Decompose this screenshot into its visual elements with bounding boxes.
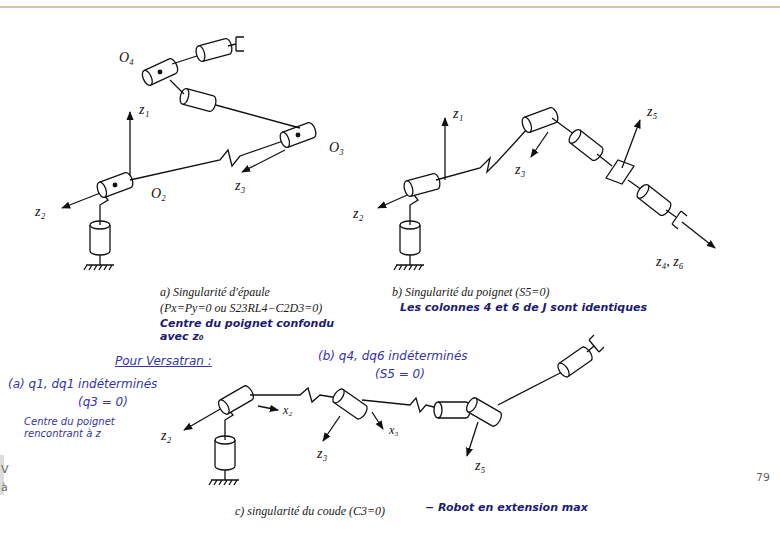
axis-arrow	[531, 132, 548, 157]
handwritten-note: Centre du poignet rencontrant à z	[24, 416, 142, 439]
axis-arrow	[622, 120, 640, 168]
handwritten-note: (q3 = 0)	[78, 396, 128, 410]
axis-label: O₂	[150, 186, 167, 202]
robot-base	[394, 221, 424, 270]
axis-label: z₂	[352, 206, 364, 222]
axis-label: z₃	[234, 178, 246, 194]
handwritten-note: (a) q1, dq1 indéterminés	[8, 378, 157, 392]
axis-arrow	[184, 408, 222, 430]
joint-center	[113, 183, 117, 187]
axis-arrow	[467, 422, 478, 456]
axis-arrow	[682, 222, 715, 248]
figure-caption: c) singularité du coude (C3=0)	[235, 505, 385, 519]
gripper	[587, 335, 604, 352]
joint-cylinder	[278, 121, 317, 148]
joint-cylinder	[195, 38, 234, 63]
axis-label: z₁	[138, 102, 150, 118]
page-number: 79	[756, 472, 770, 485]
link	[130, 140, 286, 180]
footer-text: à	[1, 482, 8, 495]
axis-label: x₂	[282, 404, 294, 418]
axis-label: z₂	[34, 204, 46, 220]
gripper	[228, 37, 244, 51]
gripper	[666, 210, 687, 229]
handwritten-note: Pour Versatran :	[115, 355, 212, 369]
axis-arrow	[372, 412, 383, 429]
link	[172, 55, 200, 64]
robot-base	[209, 436, 239, 485]
wrist-plate	[606, 160, 634, 184]
joint-cylinder	[434, 402, 470, 418]
handwritten-note: Les colonnes 4 et 6 de J sont identiques	[400, 302, 647, 315]
link	[552, 118, 575, 135]
axis-arrow	[444, 118, 445, 180]
handwritten-note: Centre du poignet confondu avec z₀	[160, 318, 335, 343]
axis-label: z₅	[474, 458, 486, 474]
handwritten-note: (S5 = 0)	[375, 368, 425, 382]
joint-cylinder	[95, 171, 134, 198]
axis-label: z₄, z₆	[655, 254, 685, 270]
joint-center	[296, 133, 300, 137]
handwritten-note: (b) q4, dq6 indéterminés	[318, 350, 468, 364]
robot-c	[184, 335, 604, 485]
link	[597, 154, 612, 166]
axis-arrow	[242, 150, 285, 172]
joint-cylinder	[403, 173, 442, 198]
axis-arrow	[323, 416, 340, 441]
link	[436, 128, 528, 180]
link	[498, 372, 562, 405]
axis-arrow	[258, 406, 278, 410]
figure-caption: (Px=Py=0 ou S23RL4−C2D3=0)	[160, 302, 322, 316]
axis-label: x₃	[388, 424, 400, 438]
joint-cylinder	[464, 396, 503, 428]
footer-text: V	[1, 464, 9, 477]
figure-caption: b) Singularité du poignet (S5=0)	[392, 286, 549, 300]
header-rule	[0, 6, 780, 8]
joint-cylinder	[567, 128, 605, 163]
axis-label: z₁	[452, 106, 464, 122]
joint-cylinder	[179, 88, 218, 113]
axis-label: z₃	[514, 162, 526, 178]
joint-cylinder	[331, 387, 370, 421]
link	[100, 195, 108, 225]
axis-label: O₃	[328, 140, 345, 156]
joint-center	[158, 70, 162, 74]
handwritten-note: − Robot en extension max	[425, 502, 588, 515]
link	[250, 388, 338, 402]
axis-label: z₅	[646, 104, 658, 120]
robot-b	[378, 106, 715, 270]
joint-cylinder	[635, 183, 673, 218]
axis-arrow	[129, 112, 130, 180]
figure-caption: a) Singularité d'épaule	[160, 286, 270, 300]
robot-base	[84, 221, 114, 270]
link	[170, 80, 184, 94]
axis-label: O₄	[118, 50, 135, 66]
axis-label: z₃	[316, 446, 328, 462]
joint-cylinder	[140, 57, 179, 87]
joint-cylinder	[216, 384, 255, 416]
link	[212, 104, 300, 128]
robot-a	[62, 37, 318, 270]
link	[362, 398, 438, 412]
axis-label: z₂	[160, 428, 172, 444]
link	[410, 195, 418, 225]
